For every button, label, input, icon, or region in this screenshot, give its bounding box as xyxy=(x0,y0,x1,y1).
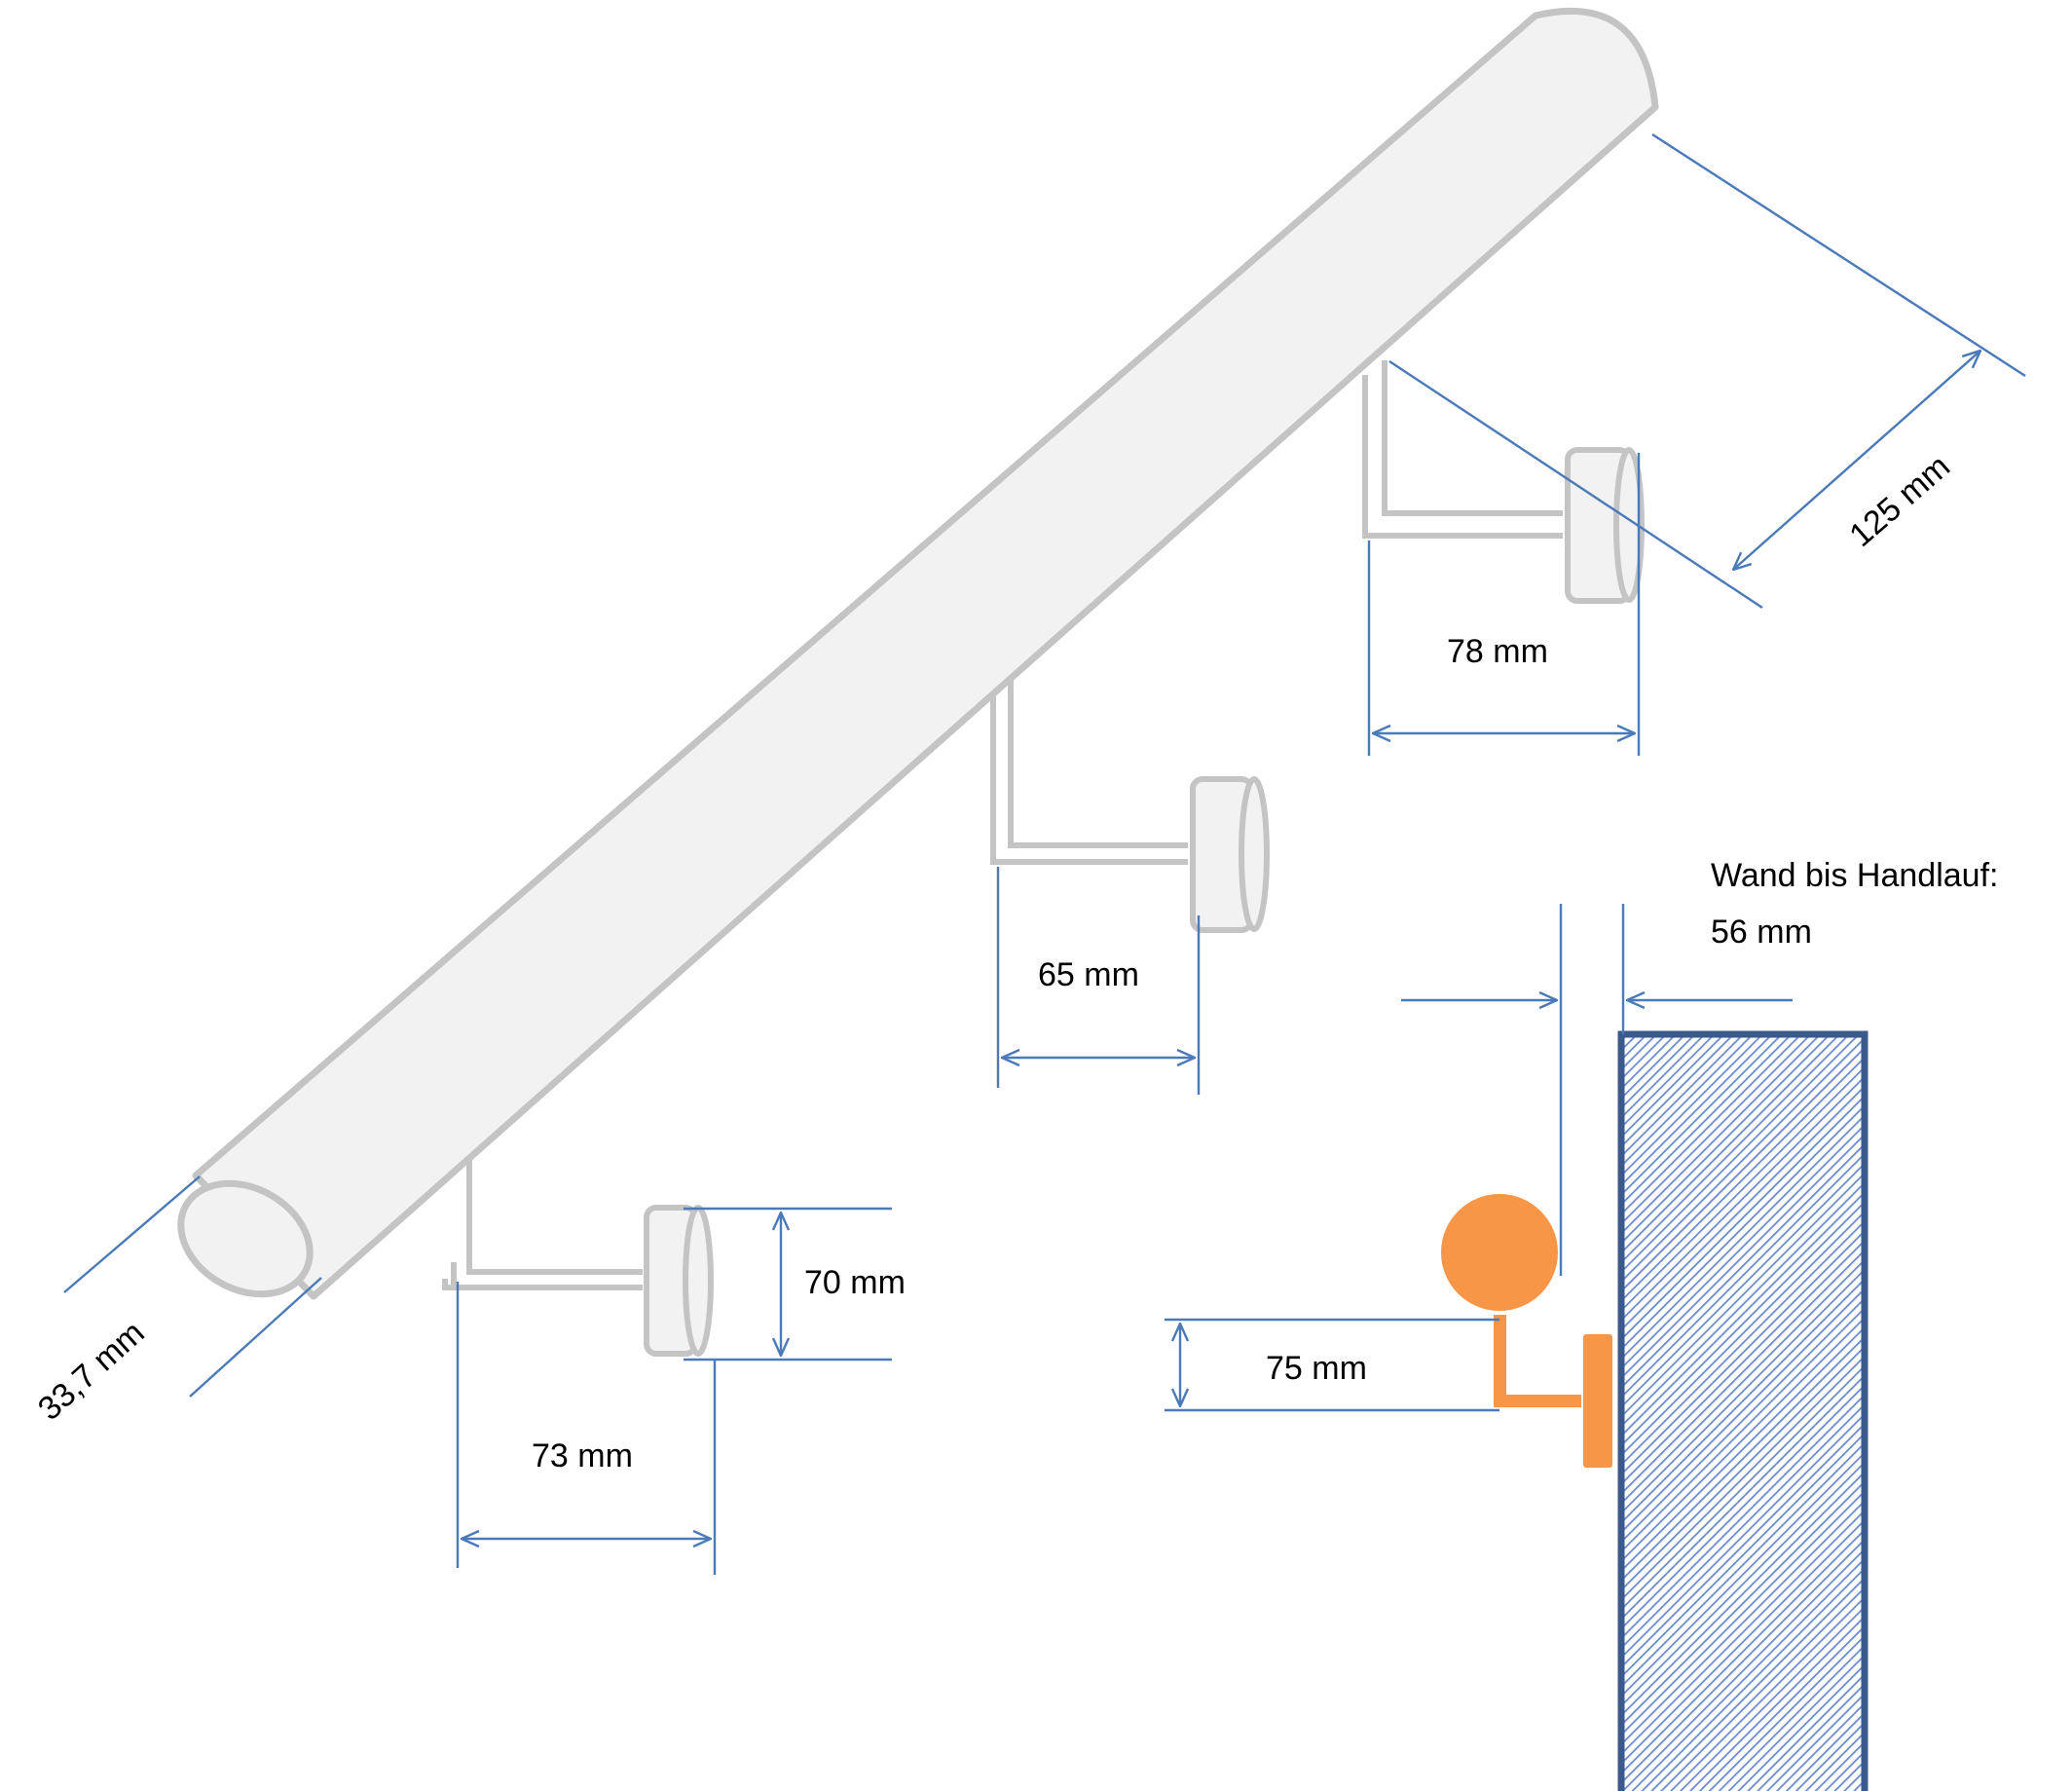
dimension-lines xyxy=(63,132,2026,1575)
bracket-top xyxy=(1362,360,1645,604)
label-middle-bracket-depth: 65 mm xyxy=(1038,956,1139,993)
bracket-bottom xyxy=(442,1159,714,1357)
wall-plate xyxy=(1583,1334,1612,1468)
label-bottom-bracket-depth: 73 mm xyxy=(532,1437,633,1474)
label-side-height: 75 mm xyxy=(1266,1350,1367,1387)
note-wall-to-handrail-value: 56 mm xyxy=(1711,914,1812,951)
label-plate-height: 70 mm xyxy=(804,1264,906,1301)
label-top-bracket-depth: 78 mm xyxy=(1447,633,1548,670)
label-bracket-spacing: 125 mm xyxy=(1842,448,1957,554)
handrail-profile xyxy=(1441,1194,1558,1311)
note-wall-to-handrail: Wand bis Handlauf: xyxy=(1711,857,1998,894)
handrail-side-view xyxy=(1441,1194,1612,1468)
wall-section xyxy=(1617,1030,1868,1791)
bracket-middle xyxy=(990,672,1270,933)
tube-end-cap xyxy=(177,1179,314,1298)
label-tube-diameter: 33,7 mm xyxy=(31,1314,152,1428)
handrail-tube xyxy=(177,7,1659,1300)
